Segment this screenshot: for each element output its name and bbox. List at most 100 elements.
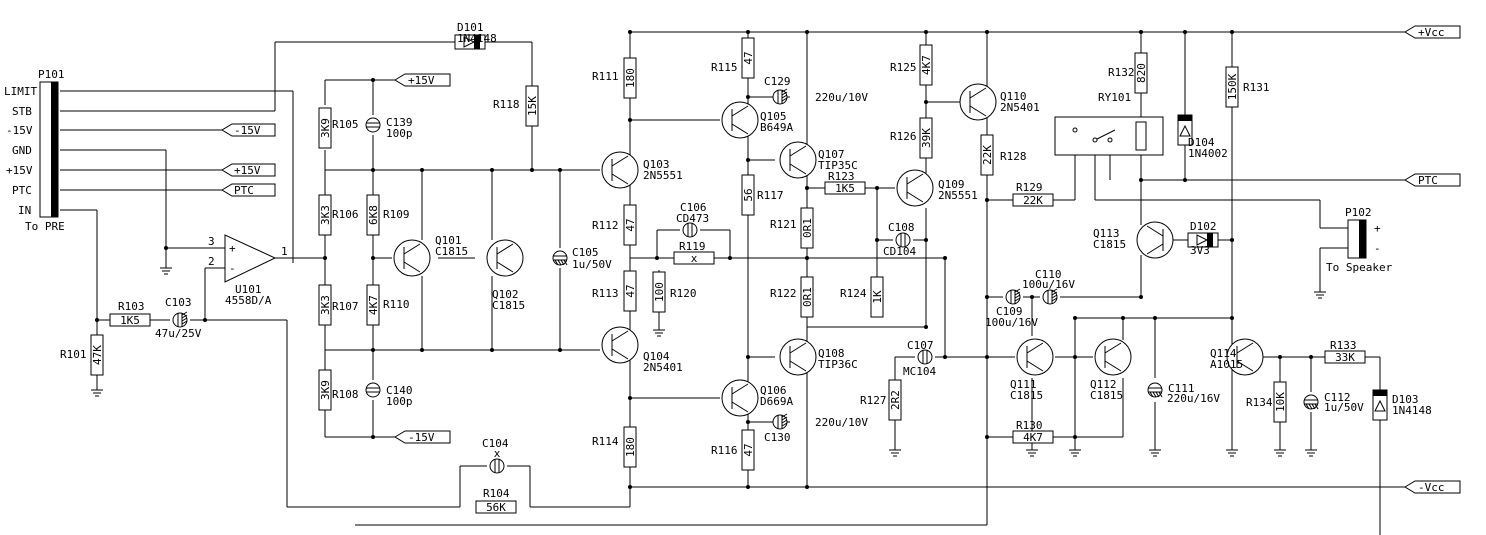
resistor-ref: R105 (332, 118, 359, 131)
opamp-u101: + - 3 2 1 U101 4558D/A (208, 234, 288, 307)
resistor-value: 6K8 (367, 205, 380, 225)
diode-ref: D103 (1392, 393, 1419, 406)
resistor-r112: 47 R112 (592, 204, 637, 246)
relay-ry101: RY101 (1054, 91, 1164, 156)
net-label-text: +Vcc (1418, 26, 1445, 39)
junction-dots (95, 30, 1313, 489)
transistor-ref: Q114 (1210, 347, 1237, 360)
resistor-value: 4K7 (367, 295, 380, 315)
connector-p102: P102 + - To Speaker (1326, 206, 1393, 274)
ground-icon (91, 389, 103, 397)
capacitor-ref: C106 (680, 201, 707, 214)
transistor-ref: Q113 (1093, 227, 1120, 240)
connector-plus: + (1374, 222, 1381, 235)
net-label-pos15-top: +15V (394, 73, 451, 87)
connector-note: To Speaker (1326, 261, 1393, 274)
resistor-ref: R112 (592, 219, 619, 232)
resistor-value: 56K (486, 501, 506, 514)
resistor-value: 0R1 (801, 218, 814, 238)
transistor-ref: Q109 (938, 178, 965, 191)
capacitor-ref: C139 (386, 116, 413, 129)
resistor-value: 180 (624, 437, 637, 457)
diode-ref: D104 (1188, 136, 1215, 149)
transistor-ref: Q107 (818, 148, 845, 161)
transistor-part: A1015 (1210, 358, 1243, 371)
ground-symbols (91, 267, 1326, 457)
net-label-pos15-p101: +15V (221, 163, 276, 177)
opamp-pin-2: 2 (208, 255, 215, 268)
transistor-part: C1815 (1010, 389, 1043, 402)
transistor-ref: Q106 (760, 384, 787, 397)
resistor-value: 180 (624, 68, 637, 88)
transistor-part: D669A (760, 395, 793, 408)
resistor-value: 10K (1274, 392, 1287, 412)
resistor-ref: R128 (1000, 150, 1027, 163)
resistor-ref: R116 (711, 444, 738, 457)
pin-label-limit: LIMIT (4, 85, 37, 98)
resistor-ref: R127 (860, 394, 887, 407)
resistor-value: 1K (871, 290, 884, 304)
resistor-ref: R133 (1330, 339, 1357, 352)
ground-icon (160, 267, 172, 275)
resistor-ref: R124 (840, 287, 867, 300)
capacitors: C10347u/25VC104xC1051u/50VC106CD473C107M… (155, 75, 1364, 474)
resistor-value: 3K9 (319, 380, 332, 400)
net-label-text: +15V (234, 164, 261, 177)
capacitor-ref: C129 (764, 75, 791, 88)
pin-label-in: IN (18, 204, 31, 217)
net-label-text: -Vcc (1418, 481, 1445, 494)
ground-icon (1149, 449, 1161, 457)
opamp-part: 4558D/A (225, 294, 272, 307)
resistor-value: 2R2 (889, 390, 902, 410)
resistor-ref: R119 (679, 240, 706, 253)
capacitor-ref: C109 (996, 305, 1023, 318)
diode-part: 1N4148 (457, 32, 497, 45)
transistor-part: B649A (760, 121, 793, 134)
opamp-pin-3: 3 (208, 235, 215, 248)
net-label-pos-vcc: +Vcc (1404, 25, 1461, 39)
transistor-part: C1815 (435, 245, 468, 258)
opamp-plus-sign: + (229, 242, 236, 255)
ground-icon (1069, 449, 1081, 457)
transistor-part: 2N5551 (938, 189, 978, 202)
transistor-part: 2N5551 (643, 169, 683, 182)
resistor-value: 1K5 (835, 182, 855, 195)
ground-icon (1305, 449, 1317, 457)
resistor-value: 4K7 (1023, 431, 1043, 444)
resistor-value: 3K3 (319, 295, 332, 315)
capacitor-value: x (494, 447, 501, 460)
transistor-part: TIP36C (818, 358, 858, 371)
resistor-ref: R126 (890, 130, 917, 143)
resistor-ref: R118 (493, 98, 520, 111)
resistor-ref: R108 (332, 388, 359, 401)
resistor-value: 47 (624, 218, 637, 231)
